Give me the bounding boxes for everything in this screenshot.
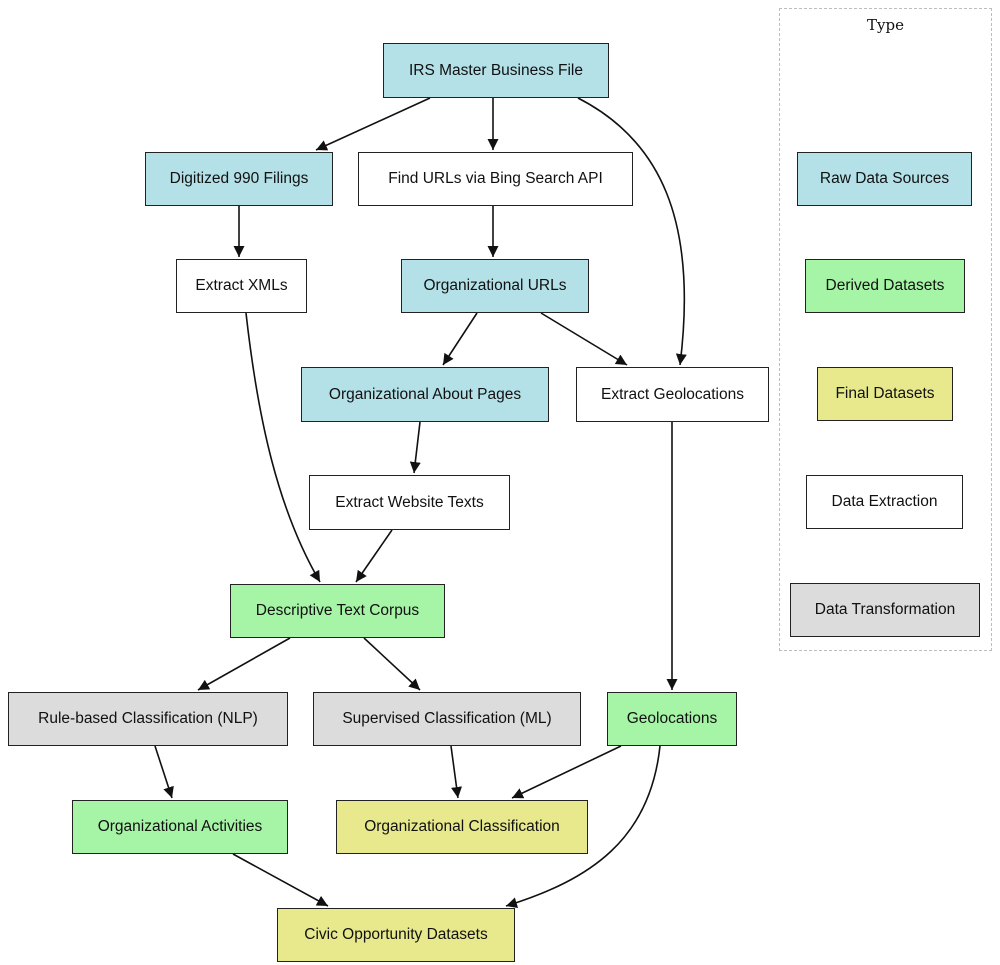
legend-item-transformation: Data Transformation (790, 583, 980, 637)
edge-urls-to-geoextract (540, 312, 628, 366)
node-corpus: Descriptive Text Corpus (230, 584, 445, 638)
legend-item-raw: Raw Data Sources (797, 152, 972, 206)
edge-irs-to-geoextract (577, 97, 687, 366)
node-digitized: Digitized 990 Filings (145, 152, 333, 206)
legend (779, 8, 992, 651)
edge-corpus-to-supervised (363, 637, 421, 691)
edge-geo-to-classification (511, 745, 622, 799)
edge-rule-to-activities (154, 745, 174, 799)
node-geo: Geolocations (607, 692, 737, 746)
node-classification: Organizational Classification (336, 800, 588, 854)
node-irs: IRS Master Business File (383, 43, 609, 98)
legend-item-extraction: Data Extraction (806, 475, 963, 529)
edge-webtext-to-corpus (355, 529, 393, 583)
node-activities: Organizational Activities (72, 800, 288, 854)
node-urls: Organizational URLs (401, 259, 589, 313)
edge-irs-to-digitized (315, 97, 431, 151)
edge-activities-to-civic (232, 853, 329, 907)
node-civic: Civic Opportunity Datasets (277, 908, 515, 962)
legend-item-derived: Derived Datasets (805, 259, 965, 313)
node-about: Organizational About Pages (301, 367, 549, 422)
edge-supervised-to-classification (450, 745, 462, 799)
node-bing: Find URLs via Bing Search API (358, 152, 633, 206)
node-xml: Extract XMLs (176, 259, 307, 313)
edge-corpus-to-rule (197, 637, 291, 691)
legend-item-final: Final Datasets (817, 367, 953, 421)
node-webtext: Extract Website Texts (309, 475, 510, 530)
node-geoextract: Extract Geolocations (576, 367, 769, 422)
edge-urls-to-about (442, 312, 478, 366)
edge-geo-to-civic (505, 745, 661, 908)
node-rule: Rule-based Classification (NLP) (8, 692, 288, 746)
node-supervised: Supervised Classification (ML) (313, 692, 581, 746)
legend-title: Type (867, 16, 904, 34)
edge-about-to-webtext (409, 421, 421, 474)
edge-xml-to-corpus (245, 312, 321, 583)
